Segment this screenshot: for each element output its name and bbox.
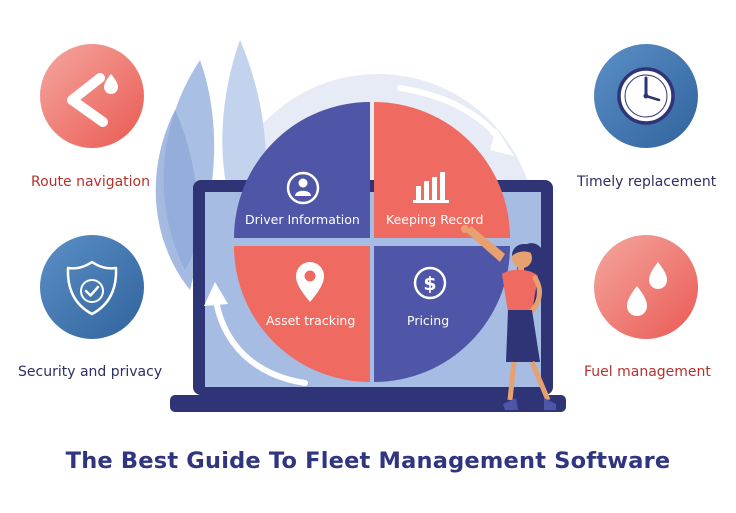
shield-check-icon: [66, 260, 118, 316]
fuel-drops-icon: [627, 262, 667, 316]
arrow-head-top: [490, 128, 514, 156]
quadrant-label-pricing: Pricing: [407, 313, 450, 328]
clock-icon: [617, 67, 675, 125]
quadrant-label-keeping-record: Keeping Record: [386, 212, 484, 227]
svg-text:$: $: [423, 273, 436, 295]
quadrant-driver-information: [234, 102, 370, 238]
arrow-head-bottom: [204, 282, 228, 306]
bar-chart-icon: [413, 172, 449, 203]
feature-label-timely-replacement: Timely replacement: [577, 174, 717, 190]
quadrant-asset-tracking: [234, 246, 370, 382]
quadrant-label-asset-tracking: Asset tracking: [266, 313, 356, 328]
fuel-management-badge: [594, 235, 698, 339]
page-title: The Best Guide To Fleet Management Softw…: [65, 448, 671, 474]
map-pin-icon: [296, 262, 324, 302]
route-navigation-badge: [40, 44, 144, 148]
user-icon: [286, 171, 320, 205]
security-privacy-badge: [40, 235, 144, 339]
quadrant-pricing: [374, 246, 510, 382]
feature-label-route-navigation: Route navigation: [31, 174, 150, 190]
quadrant-keeping-record: [374, 102, 510, 238]
dollar-icon: $: [413, 266, 447, 300]
feature-label-fuel-management: Fuel management: [584, 364, 711, 380]
timely-replacement-badge: [594, 44, 698, 148]
route-turn-icon: [67, 73, 118, 127]
feature-label-security-privacy: Security and privacy: [18, 364, 163, 380]
presenter-illustration: [461, 225, 556, 410]
quadrant-label-driver-information: Driver Information: [245, 212, 360, 227]
